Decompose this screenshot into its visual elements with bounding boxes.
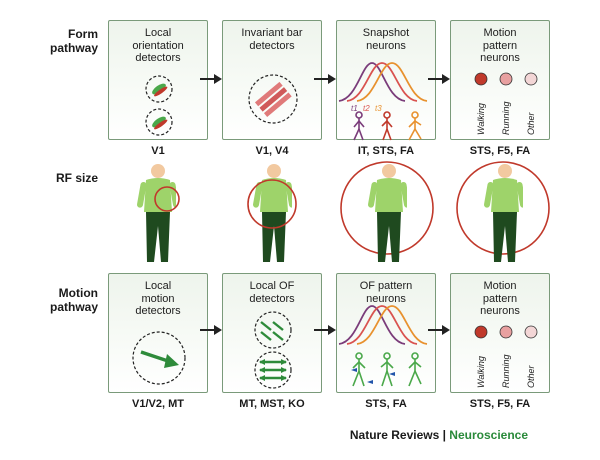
box-title: Snapshot neurons [362,27,410,52]
box-title: Local motion detectors [135,280,181,317]
optic-flow-icon [254,311,292,389]
arrow-right-icon [314,74,336,84]
receptive-field-circle [247,179,297,229]
category-running: Running [501,101,511,135]
box-title: Motion pattern neurons [480,27,520,64]
area-label: MT, MST, KO [239,398,305,410]
arrow-right-icon [200,74,222,84]
box-title: Local orientation detectors [132,27,184,64]
area-label: STS, FA [365,398,407,410]
area-label: STS, F5, FA [469,145,531,157]
receptive-field-circle [154,186,180,212]
tuning-curves-icon [338,305,428,387]
credit-journal: Nature Reviews [349,428,440,442]
box-title: Motion pattern neurons [480,280,520,317]
curve-label-t2: t2 [363,104,370,113]
curve-label-t1: t1 [351,104,358,113]
area-label: V1, V4 [255,145,289,157]
motion-box-motion-pattern-neurons: Motion pattern neurons Walking Running O… [450,273,550,393]
motion-arrow-icon [132,331,186,385]
arrow-right-icon [314,325,336,335]
tuning-curves-icon: t1 t2 t3 [338,62,428,141]
orientation-detector-icon [145,75,173,136]
flow-walker-icon [408,352,422,387]
motion-box-local-motion-detectors: Local motion detectors [108,273,208,393]
walking-man-figure [484,164,523,262]
category-running: Running [501,354,511,388]
walking-man-figure [137,164,176,262]
walking-man-figure [253,164,292,262]
credit-section: Neuroscience [449,428,528,442]
motion-pathway-label: Motion pathway [49,286,98,314]
arrow-right-icon [428,325,450,335]
arrow-right-icon [428,74,450,84]
walking-man-figure [368,164,407,262]
stick-walker-icon [353,111,365,141]
pattern-neurons-icon: Walking Running Other [474,325,538,388]
form-box-snapshot-neurons: Snapshot neurons t1 t2 t3 [336,20,436,141]
flow-walker-icon [380,352,394,387]
form-pathway-label: Form pathway [49,27,98,55]
form-box-invariant-bar-detectors: Invariant bar detectors [222,20,322,140]
box-title: OF pattern neurons [359,280,413,305]
stick-walker-icon [381,111,393,141]
pattern-neurons-icon: Walking Running Other [474,72,538,135]
category-walking: Walking [476,103,486,135]
flow-walker-icon [352,352,366,387]
category-other: Other [526,364,536,388]
motion-box-of-pattern-neurons: OF pattern neurons [336,273,436,393]
box-title: Invariant bar detectors [241,27,303,52]
curve-label-t3: t3 [375,104,382,113]
rf-size-label: RF size [55,171,98,185]
receptive-field-circle [456,161,550,255]
category-other: Other [526,111,536,135]
journal-credit: Nature Reviews | Neuroscience [0,428,528,442]
stick-walker-icon [408,111,422,141]
bar-detector-icon [248,74,298,124]
motion-box-local-of-detectors: Local OF detectors [222,273,322,393]
category-walking: Walking [476,356,486,388]
area-label: STS, F5, FA [469,398,531,410]
form-box-orientation-detectors: Local orientation detectors [108,20,208,140]
box-title: Local OF detectors [249,280,295,305]
form-box-motion-pattern-neurons: Motion pattern neurons Walking Running O… [450,20,550,140]
credit-separator: | [439,428,450,442]
arrow-right-icon [200,325,222,335]
receptive-field-circle [340,161,434,255]
area-label: V1/V2, MT [132,398,184,410]
area-label: V1 [151,145,165,157]
area-label: IT, STS, FA [357,145,415,157]
